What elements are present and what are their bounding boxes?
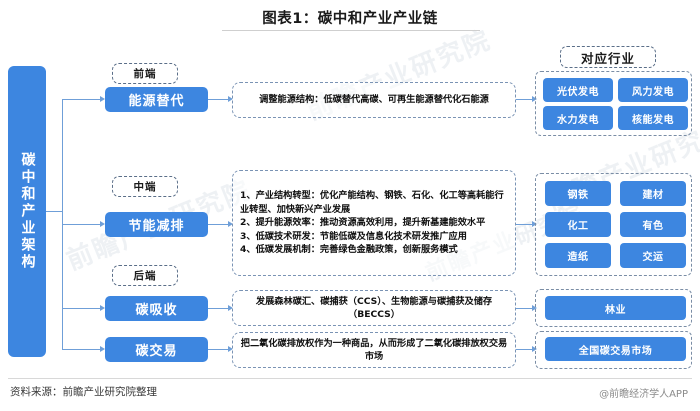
description-text: 1、产业结构转型：优化产能结构、钢铁、石化、化工等高耗能行业转型、加快新兴产业发… (240, 190, 504, 256)
arrow-industry-1 (532, 95, 537, 102)
connector-industry-4 (516, 349, 534, 350)
industry-chip[interactable]: 钢铁 (545, 181, 611, 206)
branch-node-energy-substitution[interactable]: 能源替代 (105, 87, 208, 112)
branch-node-label: 碳交易 (135, 344, 178, 359)
right-column-header-text: 对应行业 (580, 50, 635, 66)
industry-chip-label: 风力发电 (632, 86, 674, 98)
industry-chip[interactable]: 风力发电 (618, 78, 688, 102)
stage-label-front-text: 前端 (133, 68, 157, 80)
arrow-desc-3 (228, 304, 233, 311)
branch-node-carbon-trading[interactable]: 碳交易 (105, 337, 208, 362)
description-text: 调整能源结构：低碳替代高碳、可再生能源替代化石能源 (259, 94, 489, 106)
branch-node-label: 碳吸收 (135, 303, 178, 318)
industry-chip[interactable]: 建材 (620, 181, 686, 206)
connector-desc-3 (208, 308, 230, 309)
root-node-label: 碳中和产业架构 (19, 152, 36, 271)
right-column-header: 对应行业 (560, 46, 656, 68)
arrow-branch-3 (100, 304, 105, 311)
industry-chip[interactable]: 光伏发电 (543, 78, 613, 102)
connector-branch-4 (62, 349, 102, 350)
connector-branch-2 (62, 224, 102, 225)
industry-chip-label: 钢铁 (567, 190, 589, 201)
app-watermark-tag: @前瞻经济学人APP (599, 389, 688, 400)
connector-industry-3 (516, 308, 534, 309)
root-node-carbon-neutral-architecture: 碳中和产业架构 (8, 66, 46, 357)
industry-chip[interactable]: 核能发电 (618, 106, 688, 130)
industry-chip-label: 造纸 (567, 252, 589, 263)
description-text: 把二氧化碳排放权作为一种商品，从而形成了二氧化碳排放权交易市场 (240, 337, 508, 362)
industry-chip[interactable]: 造纸 (545, 243, 611, 268)
industry-chip-label: 核能发电 (632, 114, 674, 126)
industry-group-carbon-trading (535, 331, 692, 369)
industry-chip[interactable]: 化工 (545, 212, 611, 237)
arrow-branch-2 (100, 220, 105, 227)
stage-label-front: 前端 (112, 63, 178, 84)
industry-chip[interactable]: 林业 (545, 296, 686, 320)
arrow-desc-2 (228, 220, 233, 227)
industry-group-energy-substitution (535, 71, 692, 136)
connector-branch-1 (62, 99, 102, 100)
arrow-industry-2 (532, 220, 537, 227)
industry-chip-label: 水力发电 (557, 114, 599, 126)
branch-node-label: 能源替代 (128, 94, 185, 109)
branch-node-label: 节能减排 (128, 219, 185, 234)
connector-desc-2 (208, 224, 230, 225)
arrow-industry-3 (532, 304, 537, 311)
connector-desc-1 (208, 99, 230, 100)
connector-industry-2 (516, 224, 534, 225)
arrow-branch-1 (100, 95, 105, 102)
footer-divider (8, 378, 692, 379)
description-box-carbon-absorption: 发展森林碳汇、碳捕获（CCS）、生物能源与碳捕获及储存（BECCS） (232, 290, 516, 326)
industry-chip[interactable]: 有色 (620, 212, 686, 237)
connector-branch-3 (62, 308, 102, 309)
page-title: 图表1：碳中和产业产业链 (262, 11, 438, 27)
stage-label-middle-text: 中端 (133, 181, 157, 193)
description-box-energy-substitution: 调整能源结构：低碳替代高碳、可再生能源替代化石能源 (232, 82, 516, 118)
arrow-desc-4 (228, 345, 233, 352)
industry-chip-label: 全国碳交易市场 (578, 345, 653, 357)
source-note: 资料来源：前瞻产业研究院整理 (10, 386, 157, 398)
connector-desc-4 (208, 349, 230, 350)
stage-label-back: 后端 (112, 265, 178, 286)
arrow-branch-4 (100, 345, 105, 352)
connector-root-stub (46, 211, 62, 212)
description-box-energy-saving: 1、产业结构转型：优化产能结构、钢铁、石化、化工等高耗能行业转型、加快新兴产业发… (232, 170, 516, 276)
industry-chip[interactable]: 交运 (620, 243, 686, 268)
stage-label-middle: 中端 (112, 176, 178, 197)
title-divider (222, 30, 480, 31)
industry-chip-label: 光伏发电 (557, 86, 599, 98)
description-text: 发展森林碳汇、碳捕获（CCS）、生物能源与碳捕获及储存（BECCS） (255, 295, 493, 320)
industry-group-carbon-absorption (535, 289, 692, 327)
branch-node-energy-saving[interactable]: 节能减排 (105, 212, 208, 237)
connector-industry-1 (516, 99, 534, 100)
industry-chip[interactable]: 水力发电 (543, 106, 613, 130)
description-box-carbon-trading: 把二氧化碳排放权作为一种商品，从而形成了二氧化碳排放权交易市场 (232, 332, 516, 368)
industry-chip-label: 有色 (642, 221, 664, 232)
industry-chip-label: 林业 (605, 304, 626, 316)
arrow-industry-4 (532, 345, 537, 352)
industry-chip-label: 交运 (642, 252, 664, 263)
industry-chip-label: 建材 (642, 190, 664, 201)
stage-label-back-text: 后端 (133, 270, 157, 282)
arrow-desc-1 (228, 95, 233, 102)
industry-chip[interactable]: 全国碳交易市场 (545, 337, 686, 361)
industry-group-energy-saving (535, 173, 692, 276)
industry-chip-label: 化工 (567, 221, 589, 232)
branch-node-carbon-absorption[interactable]: 碳吸收 (105, 296, 208, 321)
